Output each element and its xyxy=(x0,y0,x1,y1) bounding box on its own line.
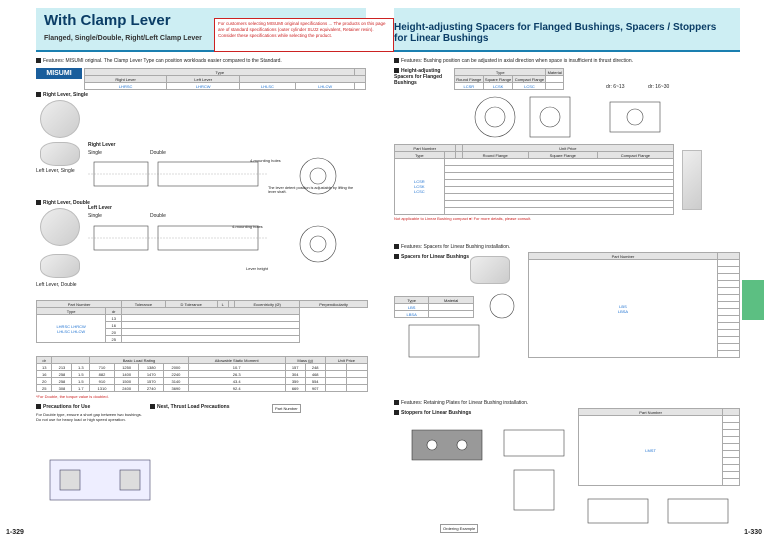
dr-range-2: dr: 16~30 xyxy=(648,84,670,90)
left-double-photo xyxy=(40,254,80,278)
section-tab xyxy=(742,280,764,320)
right-lever-double-label: Right Lever, Double xyxy=(36,200,90,206)
bullet-icon xyxy=(394,58,399,64)
spacer-drawings xyxy=(474,96,661,138)
double-label-2: Double xyxy=(150,213,166,219)
right-features-2: Features: Spacers for Linear Bushing ins… xyxy=(394,244,740,250)
right-features-3: Features: Retaining Plates for Linear Bu… xyxy=(394,400,740,406)
right-double-photo xyxy=(40,208,80,246)
lever-height-label: Lever height xyxy=(246,266,269,271)
spacer-photo xyxy=(682,150,702,210)
right-page-number: 1-330 xyxy=(744,529,762,536)
section-linear-spacers: Spacers for Linear Bushings xyxy=(394,254,469,260)
single-label-2: Single xyxy=(88,213,102,219)
dr-range-1: dr: 6~13 xyxy=(606,84,625,90)
stopper-drawing xyxy=(503,429,565,511)
section-height-spacers: Height-adjusting Spacers for Flanged Bus… xyxy=(394,68,443,86)
right-lever-drawing xyxy=(88,157,337,195)
left-title: With Clamp Lever xyxy=(44,12,171,29)
mounting-holes-label-2: 4-mounting holes xyxy=(232,224,263,229)
customer-note: For customers selecting MISUMI original … xyxy=(214,18,394,52)
load-rating-table: dr Basic Load Rating Allowable Static Mo… xyxy=(35,356,369,392)
single-label-1: Single xyxy=(88,150,102,156)
linear-spacer-drawing xyxy=(489,293,515,319)
precaution-drawing xyxy=(49,459,151,501)
right-red-note-1: Not applicable to Linear Bushing compact… xyxy=(394,216,532,221)
left-order-box: Part Number xyxy=(272,404,301,413)
bullet-icon xyxy=(394,400,399,406)
double-label-1: Double xyxy=(150,150,166,156)
left-single-label: Left Lever, Single xyxy=(36,168,75,174)
left-subtitle: Flanged, Single/Double, Right/Left Clamp… xyxy=(44,35,202,42)
right-header: Height-adjusting Spacers for Flanged Bus… xyxy=(394,8,740,52)
stopper-table: Part Number LMST xyxy=(577,408,740,486)
bullet-icon xyxy=(394,244,399,250)
left-features: Features: MISUMI original. The Clamp Lev… xyxy=(36,58,366,64)
stopper-example-drawing xyxy=(587,498,729,524)
section-stoppers: Stoppers for Linear Bushings xyxy=(394,410,471,416)
left-lever-drawing xyxy=(88,225,337,263)
bearing-note-heading: Nest, Thrust Load Precautions xyxy=(150,404,230,410)
bullet-icon xyxy=(36,58,41,64)
left-double-label: Left Lever, Double xyxy=(36,282,77,288)
right-single-photo xyxy=(40,100,80,138)
right-order-box: Ordering Example xyxy=(440,524,479,533)
right-features-1: Features: Bushing position can be adjust… xyxy=(394,58,740,64)
left-lever-heading: Left Lever xyxy=(88,205,112,211)
right-title: Height-adjusting Spacers for Flanged Bus… xyxy=(394,22,717,44)
misumi-original-tag: MISUMI Original xyxy=(36,68,82,88)
left-header: With Clamp Lever Flanged, Single/Double,… xyxy=(36,8,394,52)
precautions-heading: Precautions for Use xyxy=(36,404,90,410)
lever-detent-note: The lever detent position is adjustable … xyxy=(268,186,354,194)
linear-spacer-photo xyxy=(470,256,510,284)
left-page-number: 1-329 xyxy=(6,529,24,536)
right-lever-heading: Right Lever xyxy=(88,142,116,148)
part-number-table: Part Number Tolerance D Tolerance L Ecce… xyxy=(35,300,368,343)
left-single-photo xyxy=(40,142,80,166)
right-lever-single-label: Right Lever, Single xyxy=(36,92,88,98)
precautions-text: For Double type, ensure a short gap betw… xyxy=(36,412,142,422)
linear-spacer-section xyxy=(408,324,480,358)
stopper-photo xyxy=(411,429,483,461)
mounting-holes-label: 4-mounting holes xyxy=(250,158,281,163)
load-footnote: *For Double, the torque value is doubled… xyxy=(36,394,109,399)
